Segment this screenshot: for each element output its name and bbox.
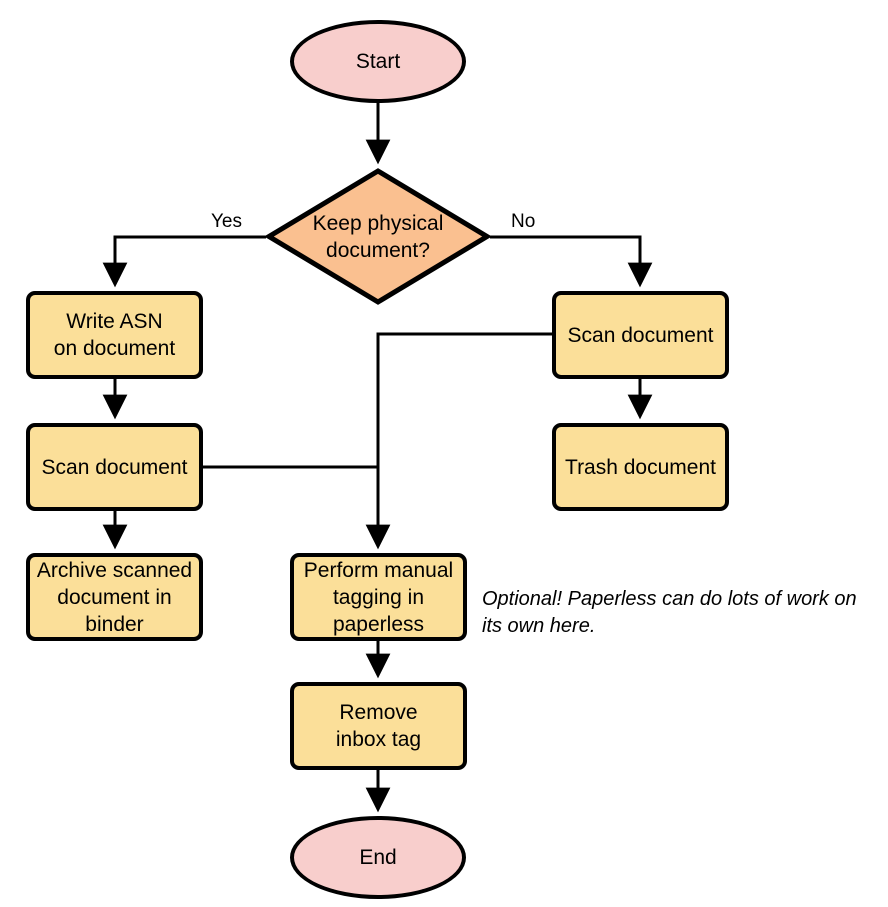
edge-decision-to-write-asn xyxy=(102,235,266,288)
edge-scan-right-to-manual-tagging xyxy=(365,332,552,550)
optional-note: Optional! Paperless can do lots of work … xyxy=(482,588,857,637)
node-scan-document-right-label: Scan document xyxy=(567,323,714,347)
node-start[interactable]: Start xyxy=(290,20,466,103)
edge-decision-to-scan-right xyxy=(490,235,653,288)
edge-label-yes: Yes xyxy=(211,211,242,232)
node-manual-tagging[interactable]: Perform manual tagging in paperless xyxy=(290,553,467,641)
node-write-asn-label: Write ASN on document xyxy=(53,310,176,360)
diamond-shape xyxy=(266,168,490,305)
node-scan-document-left[interactable]: Scan document xyxy=(26,423,203,511)
node-manual-tagging-label: Perform manual tagging in paperless xyxy=(303,558,454,636)
node-remove-inbox-tag[interactable]: Remove inbox tag xyxy=(290,682,467,770)
node-archive-in-binder-label: Archive scanned document in binder xyxy=(36,558,193,636)
node-trash-document-label: Trash document xyxy=(565,455,716,479)
node-scan-document-right[interactable]: Scan document xyxy=(552,291,729,379)
node-trash-document[interactable]: Trash document xyxy=(552,423,729,511)
node-remove-inbox-tag-label: Remove inbox tag xyxy=(335,701,422,751)
node-write-asn[interactable]: Write ASN on document xyxy=(26,291,203,379)
node-end[interactable]: End xyxy=(290,816,466,899)
node-end-label: End xyxy=(359,846,397,869)
node-scan-document-left-label: Scan document xyxy=(41,455,188,479)
node-keep-physical-document[interactable]: Keep physical document? xyxy=(266,168,490,305)
edge-label-no: No xyxy=(511,211,536,232)
node-archive-in-binder[interactable]: Archive scanned document in binder xyxy=(26,553,203,641)
node-keep-physical-document-label: Keep physical document? xyxy=(312,211,444,262)
node-start-label: Start xyxy=(355,50,401,73)
